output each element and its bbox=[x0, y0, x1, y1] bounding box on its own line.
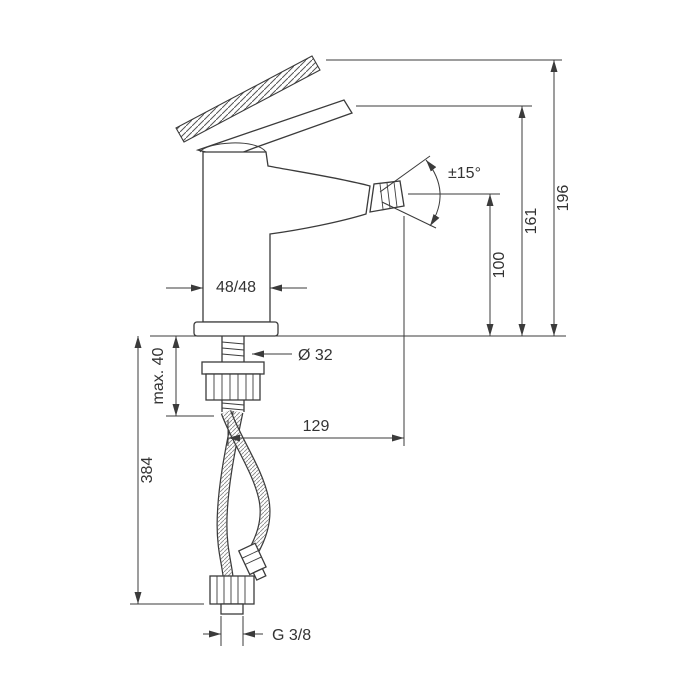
height-outlet-label: 100 bbox=[491, 252, 508, 279]
swivel-angle-label: ±15° bbox=[448, 165, 481, 182]
mounting-thickness-label: max. 40 bbox=[150, 347, 167, 404]
dimension-hose-length: 384 bbox=[130, 336, 204, 605]
spout-reach-label: 129 bbox=[303, 418, 330, 435]
hose-end-nut bbox=[209, 575, 255, 615]
dimension-connection-thread: G 3/8 bbox=[203, 616, 311, 646]
hose-connector bbox=[237, 542, 267, 581]
dimension-mounting-thickness: max. 40 bbox=[150, 336, 214, 417]
dimension-height-body: 161 bbox=[356, 105, 540, 336]
escutcheon bbox=[193, 321, 279, 337]
supply-hose-left bbox=[216, 410, 244, 577]
lever-raised-position bbox=[175, 55, 321, 143]
hole-diameter-label: Ø 32 bbox=[298, 347, 333, 364]
dimension-height-outlet: 100 bbox=[408, 193, 508, 336]
dimension-base-width: 48/48 bbox=[166, 278, 307, 296]
dimension-hole-diameter: Ø 32 bbox=[252, 347, 333, 364]
aerator bbox=[369, 180, 405, 213]
height-body-label: 161 bbox=[523, 208, 540, 235]
supply-hose-right bbox=[220, 410, 271, 557]
hose-length-label: 384 bbox=[139, 457, 156, 484]
connection-thread-label: G 3/8 bbox=[272, 627, 311, 644]
mounting-nut bbox=[205, 373, 261, 401]
faucet-body bbox=[202, 151, 371, 323]
dimension-spout-reach: 129 bbox=[227, 216, 405, 446]
swivel-annotation: ±15° bbox=[379, 155, 481, 229]
height-total-label: 196 bbox=[555, 185, 572, 212]
dimension-height-total: 196 bbox=[326, 59, 572, 336]
base-width-label: 48/48 bbox=[216, 279, 256, 296]
washer bbox=[201, 361, 265, 375]
